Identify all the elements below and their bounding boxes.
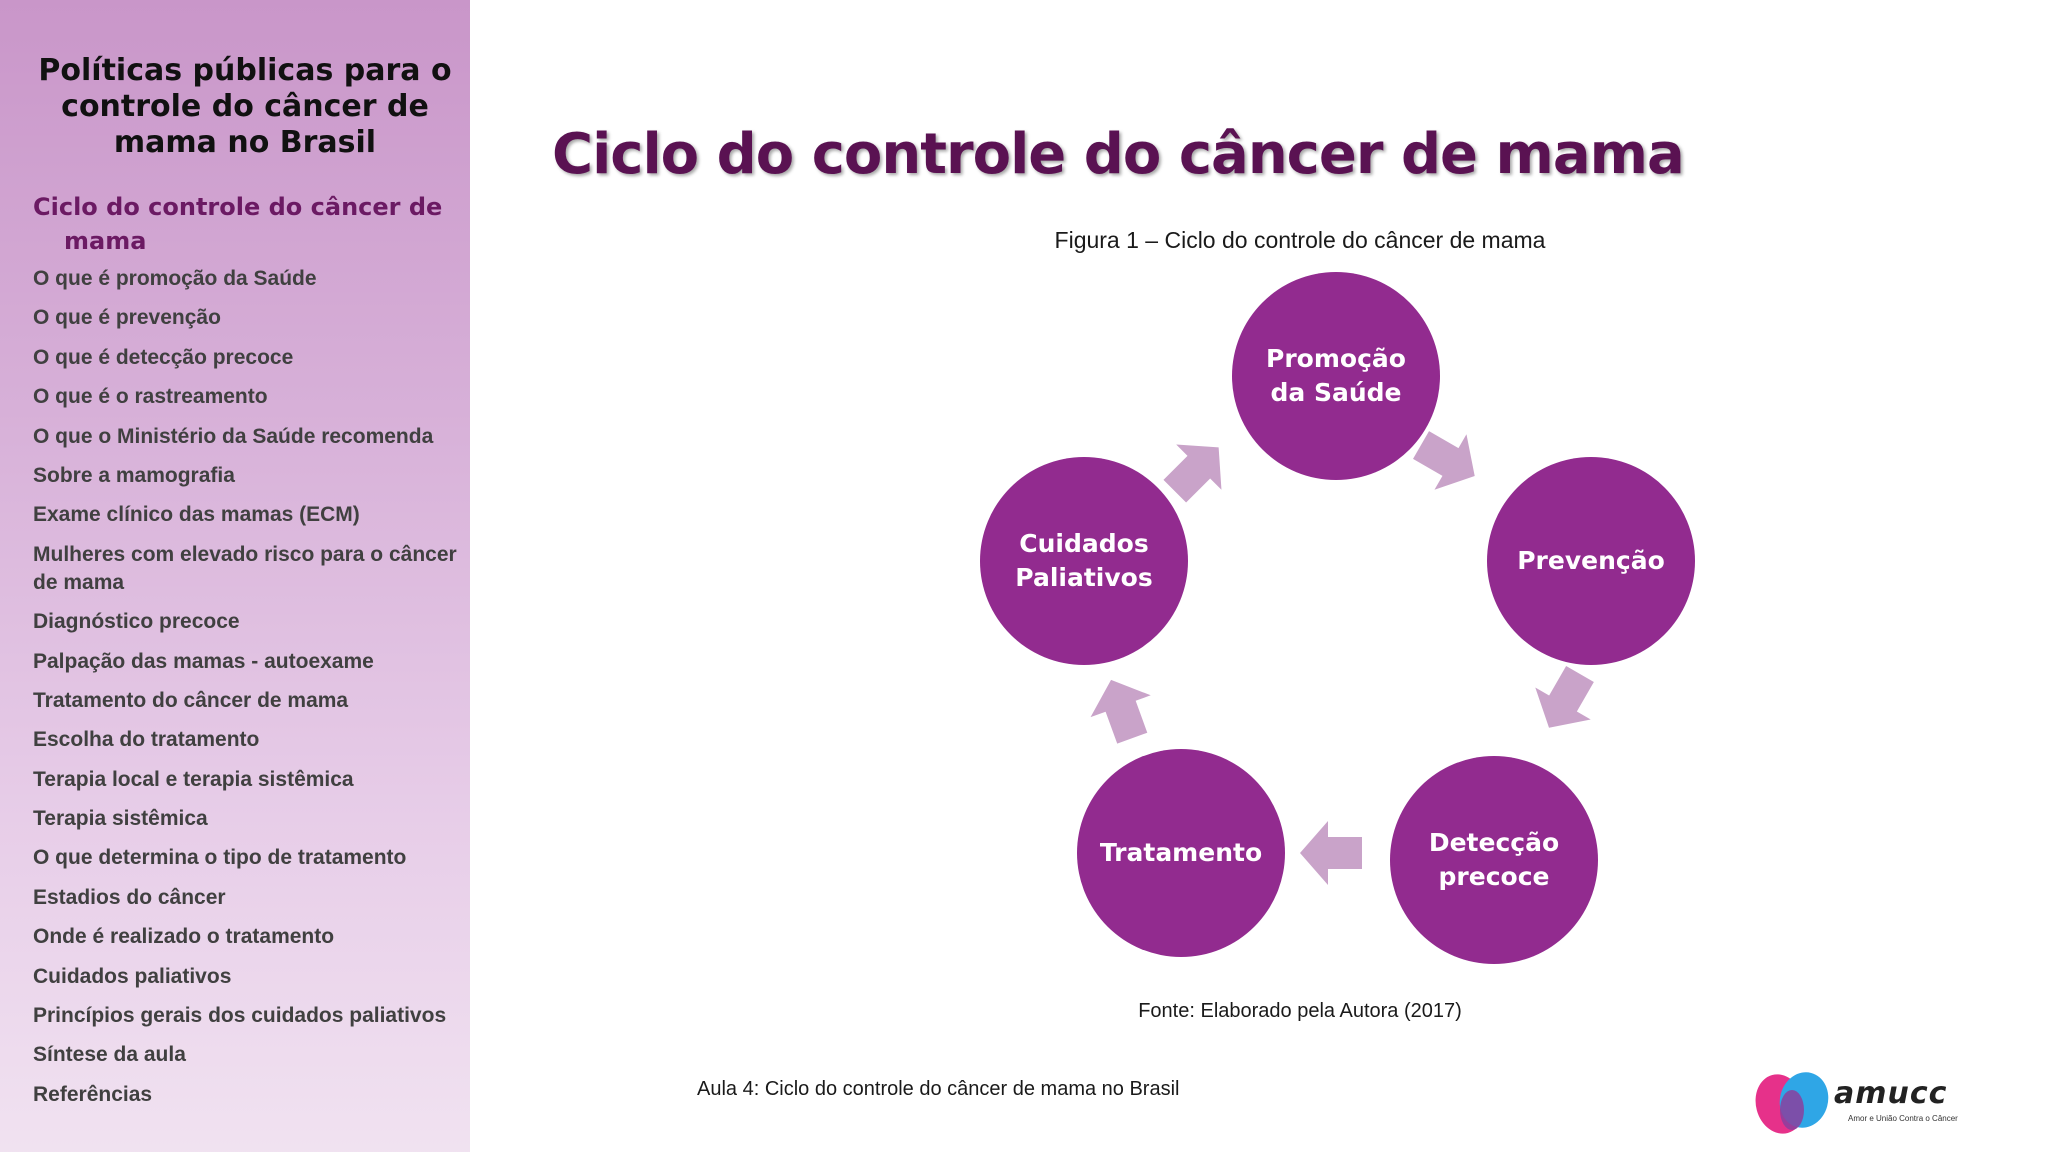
figure-caption: Figura 1 – Ciclo do controle do câncer d… — [1054, 227, 1546, 253]
sidebar-item-tratamento[interactable]: Tratamento do câncer de mama — [33, 688, 349, 712]
course-title: Políticas públicas para o controle do câ… — [38, 53, 452, 160]
cycle-node-tratamento: Tratamento — [1077, 749, 1285, 957]
sidebar-item-elevado-risco[interactable]: Mulheres com elevado risco para o câncer… — [33, 542, 457, 594]
heart-logo-icon — [1755, 1072, 1829, 1134]
sidebar: Políticas públicas para o controle do câ… — [0, 0, 470, 1152]
figure-source: Fonte: Elaborado pela Autora (2017) — [1138, 1000, 1462, 1022]
cycle-node-label: Promoção da Saúde — [1266, 344, 1406, 407]
arrow-icon — [1535, 666, 1594, 728]
cycle-node-label: Tratamento — [1099, 838, 1263, 867]
cycle-node-cuidados: Cuidados Paliativos — [980, 457, 1188, 665]
sidebar-item-diagnostico[interactable]: Diagnóstico precoce — [33, 610, 240, 634]
cycle-node-label: Prevenção — [1517, 546, 1665, 575]
cycle-node-prevencao: Prevenção — [1487, 457, 1695, 665]
sidebar-item-cuidados[interactable]: Cuidados paliativos — [33, 964, 232, 988]
sidebar-item-deteccao[interactable]: O que é detecção precoce — [33, 345, 294, 369]
cycle-node-label: Detecção precoce — [1428, 828, 1560, 891]
amucc-logo: amucc Amor e União Contra o Câncer — [1752, 1070, 1962, 1140]
sidebar-item-terapia-local[interactable]: Terapia local e terapia sistêmica — [33, 767, 354, 791]
sidebar-item-referencias[interactable]: Referências — [33, 1082, 153, 1106]
sidebar-item-rastreamento[interactable]: O que é o rastreamento — [33, 385, 268, 409]
sidebar-nav: O que é promoção da Saúde O que é preven… — [33, 265, 463, 1120]
sidebar-item-autoexame[interactable]: Palpação das mamas - autoexame — [33, 649, 374, 673]
sidebar-item-prevencao[interactable]: O que é prevenção — [33, 306, 221, 330]
cycle-node-promocao: Promoção da Saúde — [1232, 272, 1440, 480]
sidebar-item-mamografia[interactable]: Sobre a mamografia — [33, 463, 235, 487]
arrow-icon — [1300, 821, 1362, 885]
lesson-footer: Aula 4: Ciclo do controle do câncer de m… — [697, 1078, 1180, 1100]
sidebar-item-active[interactable]: Ciclo do controle do câncer de mama — [33, 193, 443, 255]
cycle-node-deteccao: Detecção precoce — [1390, 756, 1598, 964]
sidebar-item-onde[interactable]: Onde é realizado o tratamento — [33, 925, 335, 949]
page-title: Ciclo do controle do câncer de mama — [552, 122, 1685, 187]
sidebar-item-ministerio[interactable]: O que o Ministério da Saúde recomenda — [33, 424, 434, 448]
sidebar-item-tipo-tratamento[interactable]: O que determina o tipo de tratamento — [33, 846, 407, 870]
sidebar-item-principios[interactable]: Princípios gerais dos cuidados paliativo… — [33, 1004, 447, 1028]
sidebar-item-terapia-sistemica[interactable]: Terapia sistêmica — [33, 807, 208, 831]
arrow-icon — [1090, 679, 1151, 744]
sidebar-item-escolha[interactable]: Escolha do tratamento — [33, 728, 260, 752]
cycle-node-label: Cuidados Paliativos — [1015, 529, 1153, 592]
sidebar-item-sintese[interactable]: Síntese da aula — [33, 1043, 186, 1067]
sidebar-item-promocao[interactable]: O que é promoção da Saúde — [33, 267, 317, 290]
logo-wordmark: amucc — [1834, 1076, 1948, 1111]
sidebar-item-estadios[interactable]: Estadios do câncer — [33, 885, 226, 909]
sidebar-item-ecm[interactable]: Exame clínico das mamas (ECM) — [33, 503, 360, 527]
logo-tagline: Amor e União Contra o Câncer — [1848, 1114, 1958, 1123]
